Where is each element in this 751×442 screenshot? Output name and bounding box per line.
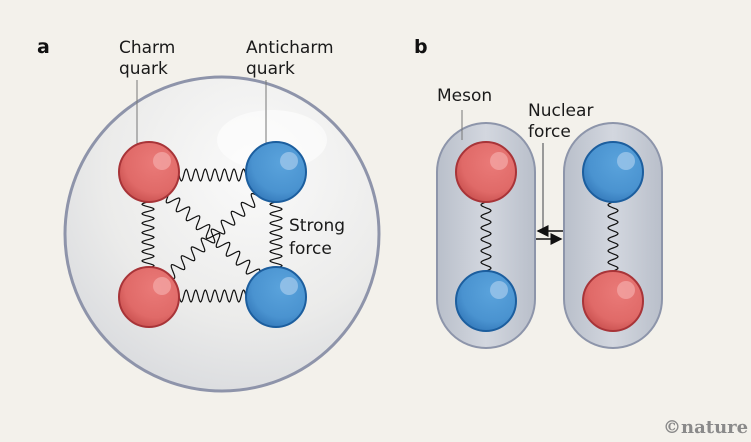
strong-force-label-line1: Strong [289,216,345,236]
strong-force-springs [141,168,283,303]
charm-quark-label-line2: quark [119,59,168,79]
panel-a-label: a [37,36,50,58]
meson-right-charm-quark [582,270,644,332]
gluon-spring-bottom [178,289,247,303]
meson-left-anticharm-quark [455,270,517,332]
meson-springs [480,201,619,272]
panel-b-label: b [414,36,428,58]
charm-quark-bottom [118,266,180,328]
gluon-spring-top [178,168,247,182]
nuclear-force-label-line1: Nuclear [528,101,593,121]
anticharm-quark-top [245,141,307,203]
meson-right-anticharm-quark [582,141,644,203]
anticharm-quark-label-line2: quark [246,59,295,79]
charm-quark-label-line1: Charm [119,38,175,58]
gluon-spring-right [269,201,283,269]
anticharm-quark-bottom [245,266,307,328]
gluon-spring-meson-right [607,201,619,272]
meson-left-charm-quark [455,141,517,203]
strong-force-label-line2: force [289,239,332,259]
gluon-spring-diagonal-2 [167,192,259,280]
anticharm-quark-label-line1: Anticharm [246,38,334,58]
gluon-spring-left [141,201,155,269]
nature-credit: ©nature [663,417,748,438]
gluon-spring-meson-left [480,201,492,272]
charm-quark-top [118,141,180,203]
nuclear-force-label-line2: force [528,122,571,142]
meson-label: Meson [437,86,492,106]
